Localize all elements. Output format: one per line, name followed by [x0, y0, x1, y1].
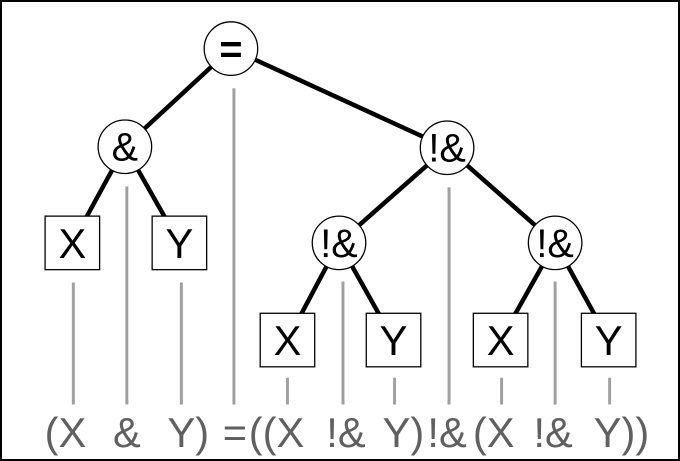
formula-token: !&	[326, 409, 366, 456]
node-shape-y1	[151, 215, 208, 271]
formula-token: Y)	[168, 409, 210, 456]
node-label-y3: Y	[595, 317, 623, 364]
node-shape-x1	[44, 215, 101, 271]
node-shape-nand2	[311, 215, 367, 271]
tree-edge	[230, 46, 448, 150]
node-shape-x3	[472, 312, 529, 368]
node-shape-nand1	[419, 120, 475, 176]
node-shape-eq	[203, 21, 259, 77]
node-shape-y3	[580, 312, 637, 368]
node-label-nand2: !&	[320, 222, 357, 266]
node-shape-x2	[259, 312, 316, 368]
formula-token: =	[223, 409, 247, 456]
node-shape-y2	[365, 312, 422, 368]
node-label-y1: Y	[166, 220, 194, 267]
formula-token: Y))	[594, 409, 650, 456]
formula-token: &	[113, 409, 141, 456]
node-shape-and	[97, 119, 153, 175]
formula-token: (X	[473, 409, 515, 456]
formula-token: !&	[427, 409, 467, 456]
formula-token: ((X	[249, 409, 305, 456]
formula-token: Y)	[383, 409, 425, 456]
node-shape-nand3	[527, 215, 583, 271]
node-label-nand1: !&	[428, 127, 465, 171]
node-label-x1: X	[58, 220, 86, 267]
node-label-and: &	[112, 126, 138, 170]
node-label-nand3: !&	[536, 222, 573, 266]
node-label-eq: =	[219, 27, 242, 71]
formula-token: (X	[45, 409, 87, 456]
node-label-y2: Y	[380, 317, 408, 364]
formula-token: !&	[533, 409, 573, 456]
node-label-x3: X	[487, 317, 515, 364]
node-label-x2: X	[274, 317, 302, 364]
